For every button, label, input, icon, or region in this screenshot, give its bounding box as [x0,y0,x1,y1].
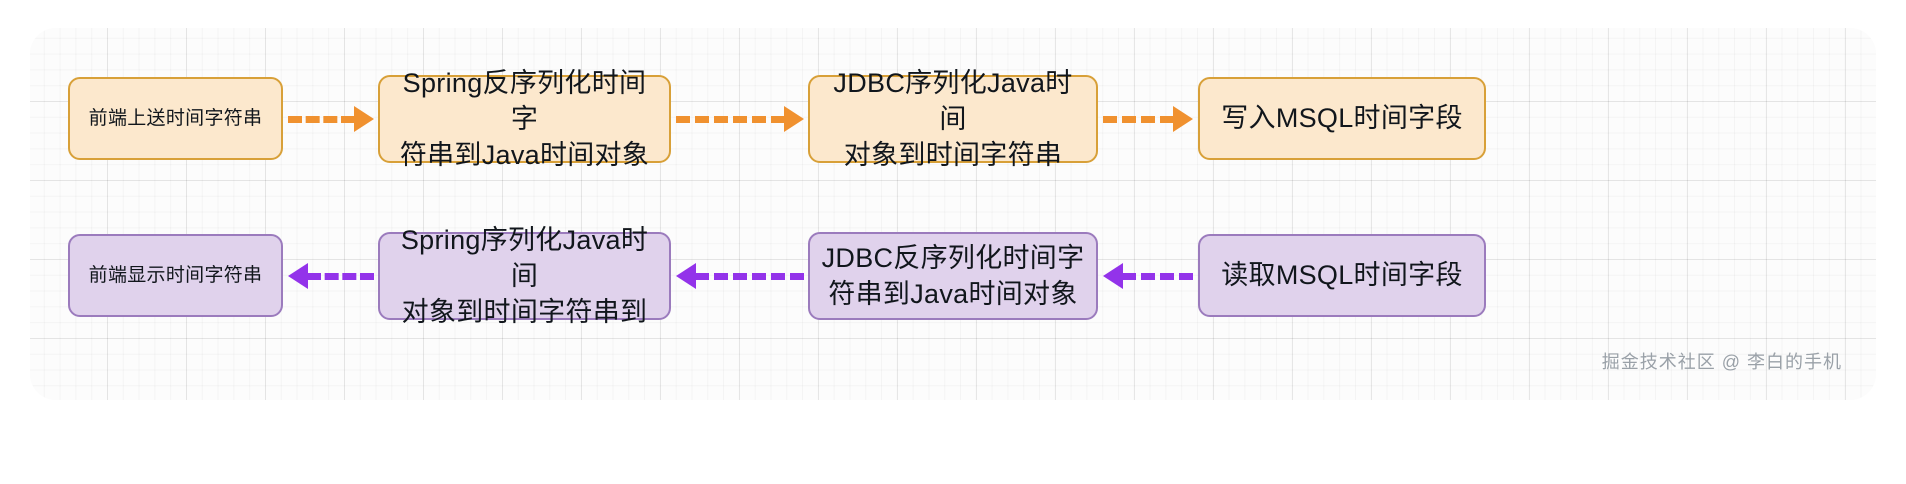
arrow-spring-serialize-to-frontend-display [288,263,374,289]
arrow-head-right-icon [354,106,374,132]
watermark-text: 掘金技术社区 @ 李白的手机 [1601,352,1842,372]
node-mysql-read[interactable]: 读取MSQL时间字段 [1198,234,1486,317]
arrow-head-right-icon [1173,106,1193,132]
node-frontend-display[interactable]: 前端显示时间字符串 [68,234,283,317]
arrow-mysql-read-to-jdbc-deserialize [1103,263,1193,289]
arrow-line [1103,115,1174,123]
node-frontend-submit[interactable]: 前端上送时间字符串 [68,77,283,160]
node-mysql-write[interactable]: 写入MSQL时间字段 [1198,77,1486,160]
node-spring-deserialize[interactable]: Spring反序列化时间字 符串到Java时间对象 [378,68,671,170]
arrow-spring-deserialize-to-jdbc-serialize [676,106,804,132]
arrow-line [307,272,374,280]
arrow-head-left-icon [1103,263,1123,289]
node-spring-serialize[interactable]: Spring序列化Java时间 对象到时间字符串到 [378,225,671,327]
arrow-head-right-icon [784,106,804,132]
node-jdbc-serialize[interactable]: JDBC序列化Java时间 对象到时间字符串 [808,68,1098,170]
diagram-board: 前端上送时间字符串 Spring反序列化时间字 符串到Java时间对象 JDBC… [30,28,1876,400]
arrow-jdbc-serialize-to-mysql-write [1103,106,1193,132]
arrow-head-left-icon [288,263,308,289]
arrow-line [288,115,355,123]
node-jdbc-deserialize[interactable]: JDBC反序列化时间字 符串到Java时间对象 [808,232,1098,320]
arrow-line [1122,272,1193,280]
arrow-submit-to-spring-deserialize [288,106,374,132]
arrow-line [695,272,804,280]
arrow-line [676,115,785,123]
arrow-jdbc-deserialize-to-spring-serialize [676,263,804,289]
arrow-head-left-icon [676,263,696,289]
